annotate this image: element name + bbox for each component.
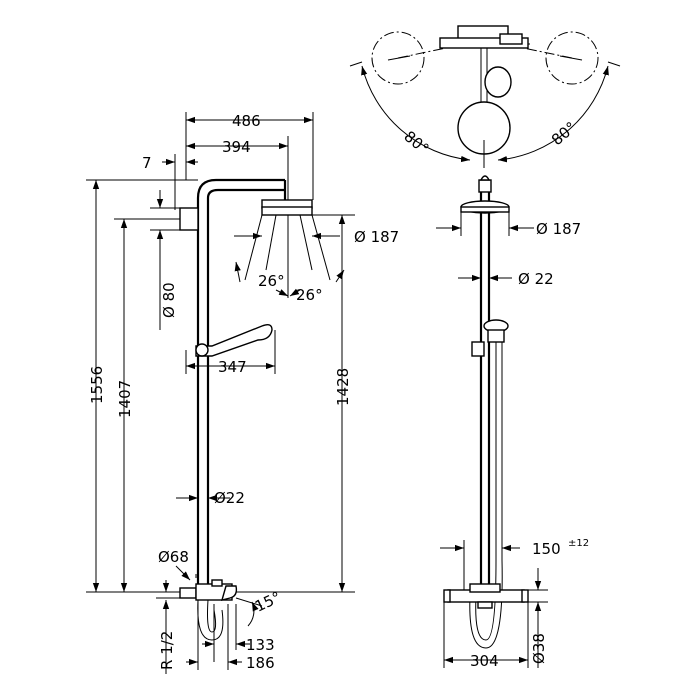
angle-left-label: 80° bbox=[400, 127, 432, 158]
dim-133: 133 bbox=[246, 636, 275, 654]
wall-bracket bbox=[179, 207, 199, 231]
dim-1428: 1428 bbox=[334, 368, 352, 406]
dim-r12: R 1/2 bbox=[158, 631, 176, 670]
dim-d80: Ø 80 bbox=[160, 282, 178, 318]
dim-1556: 1556 bbox=[88, 366, 106, 404]
dim-394: 394 bbox=[222, 138, 251, 156]
handshower bbox=[195, 323, 273, 357]
dim-26-a: 26° bbox=[258, 272, 285, 290]
dim-186: 186 bbox=[246, 654, 275, 672]
mixer-bar bbox=[439, 37, 529, 49]
dim-d22-side: Ø22 bbox=[214, 489, 245, 507]
dim-d187-front: Ø 187 bbox=[536, 220, 581, 238]
front-view: Ø 187 Ø 22 150 ±12 Ø38 304 bbox=[436, 175, 589, 670]
dim-486: 486 bbox=[232, 112, 261, 130]
dim-150: 150 bbox=[532, 540, 561, 558]
dim-d22-front: Ø 22 bbox=[518, 270, 554, 288]
mixer-inlet bbox=[179, 587, 197, 599]
dim-d68: Ø68 bbox=[158, 548, 189, 566]
side-view: 486 394 7 Ø 80 Ø 187 26° 26° 347 1556 14… bbox=[86, 112, 399, 674]
angle-right-label: 80° bbox=[548, 118, 580, 149]
dim-26-b: 26° bbox=[296, 286, 323, 304]
top-view: 80° 80° bbox=[349, 25, 621, 168]
dim-150-tolerance: ±12 bbox=[568, 538, 589, 549]
dim-347: 347 bbox=[218, 358, 247, 376]
dim-d187-side: Ø 187 bbox=[354, 228, 399, 246]
dim-d38: Ø38 bbox=[530, 633, 548, 664]
dim-7: 7 bbox=[142, 154, 152, 172]
dim-1407: 1407 bbox=[116, 380, 134, 418]
dim-304: 304 bbox=[470, 652, 499, 670]
handshower-top bbox=[484, 66, 512, 98]
